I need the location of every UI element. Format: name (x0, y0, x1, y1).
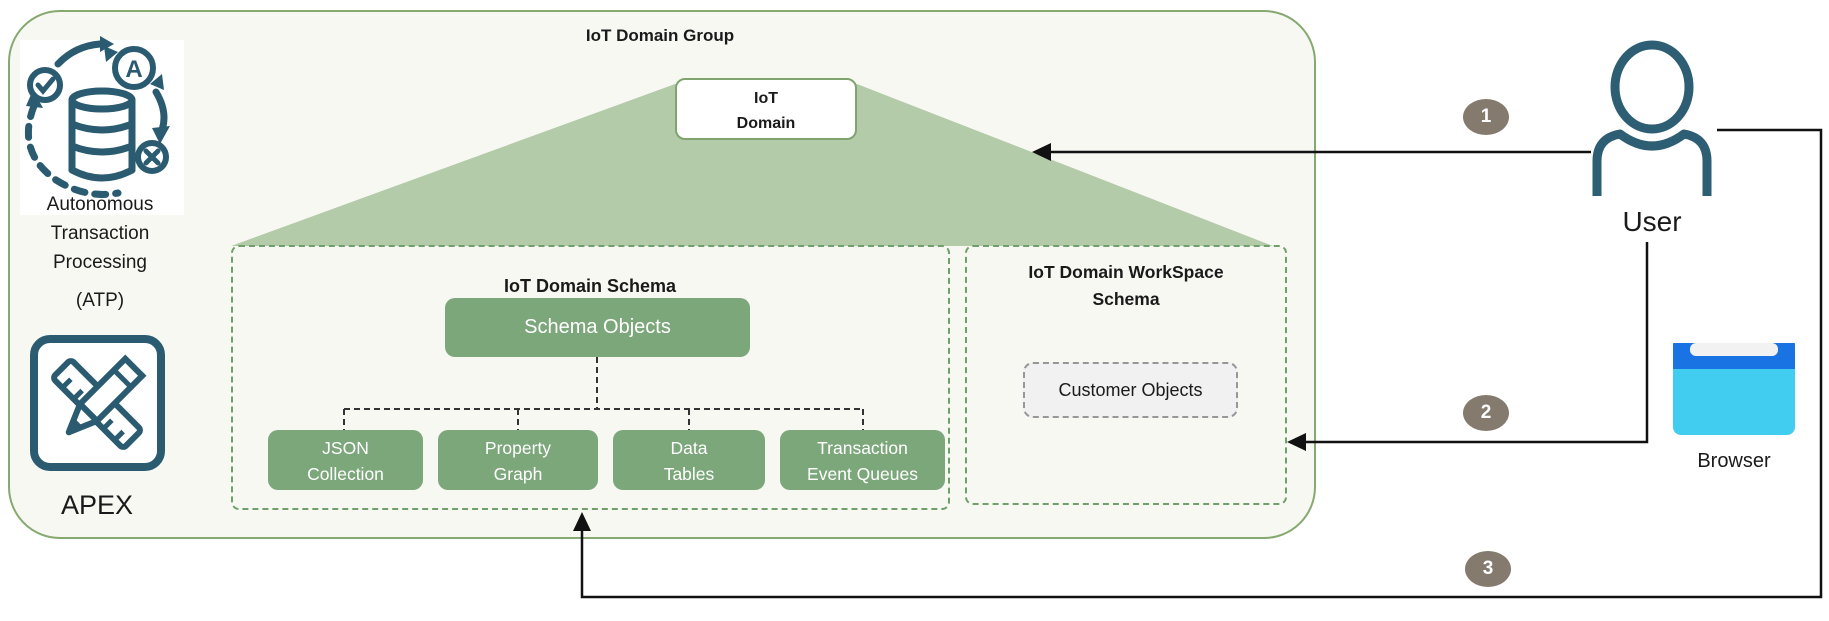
data-tables-line1: Data (670, 438, 708, 458)
json-collection-node: JSON Collection (268, 430, 423, 490)
customer-objects-node: Customer Objects (1023, 362, 1238, 418)
json-collection-line2: Collection (307, 464, 384, 484)
browser-icon-viewport (1673, 369, 1795, 435)
property-graph-line1: Property (484, 438, 552, 458)
step-badge-1: 1 (1463, 99, 1509, 135)
atp-icon-tile (20, 40, 184, 215)
step-badge-3: 3 (1465, 551, 1511, 587)
user-label: User (1622, 206, 1682, 237)
transaction-queues-line2: Event Queues (807, 464, 918, 484)
property-graph-node: Property Graph (438, 430, 598, 490)
atp-label-line1: Autonomous (46, 194, 154, 215)
browser-icon-addressbar (1690, 343, 1778, 356)
schema-title: IoT Domain Schema (503, 276, 677, 296)
atp-label-line2: Transaction (50, 223, 150, 244)
data-tables-line2: Tables (663, 464, 715, 484)
property-graph-line2: Graph (493, 464, 543, 484)
json-collection-line1: JSON (322, 438, 369, 458)
transaction-event-queues-node: Transaction Event Queues (780, 430, 945, 490)
workspace-title-line2: Schema (1092, 289, 1160, 309)
data-tables-node: Data Tables (613, 430, 765, 490)
iot-domain-line1: IoT (754, 90, 778, 107)
schema-objects-node: Schema Objects (445, 298, 750, 357)
iot-domain-node: IoT Domain (675, 78, 857, 140)
browser-label: Browser (1697, 450, 1771, 472)
atp-label-line3: Processing (53, 252, 147, 273)
workspace-title-line1: IoT Domain WorkSpace (1028, 262, 1224, 282)
iot-domain-line2: Domain (736, 115, 796, 132)
browser-icon (1673, 337, 1795, 435)
transaction-queues-line1: Transaction (817, 438, 908, 458)
atp-sub-label: (ATP) (75, 290, 125, 311)
workspace-title: IoT Domain WorkSpace Schema (975, 259, 1277, 313)
step-badge-2: 2 (1463, 395, 1509, 431)
group-title: IoT Domain Group (585, 26, 735, 45)
atp-label: Autonomous Transaction Processing (6, 190, 194, 277)
apex-label: APEX (60, 490, 134, 520)
browser-icon-toolbar (1673, 343, 1795, 369)
